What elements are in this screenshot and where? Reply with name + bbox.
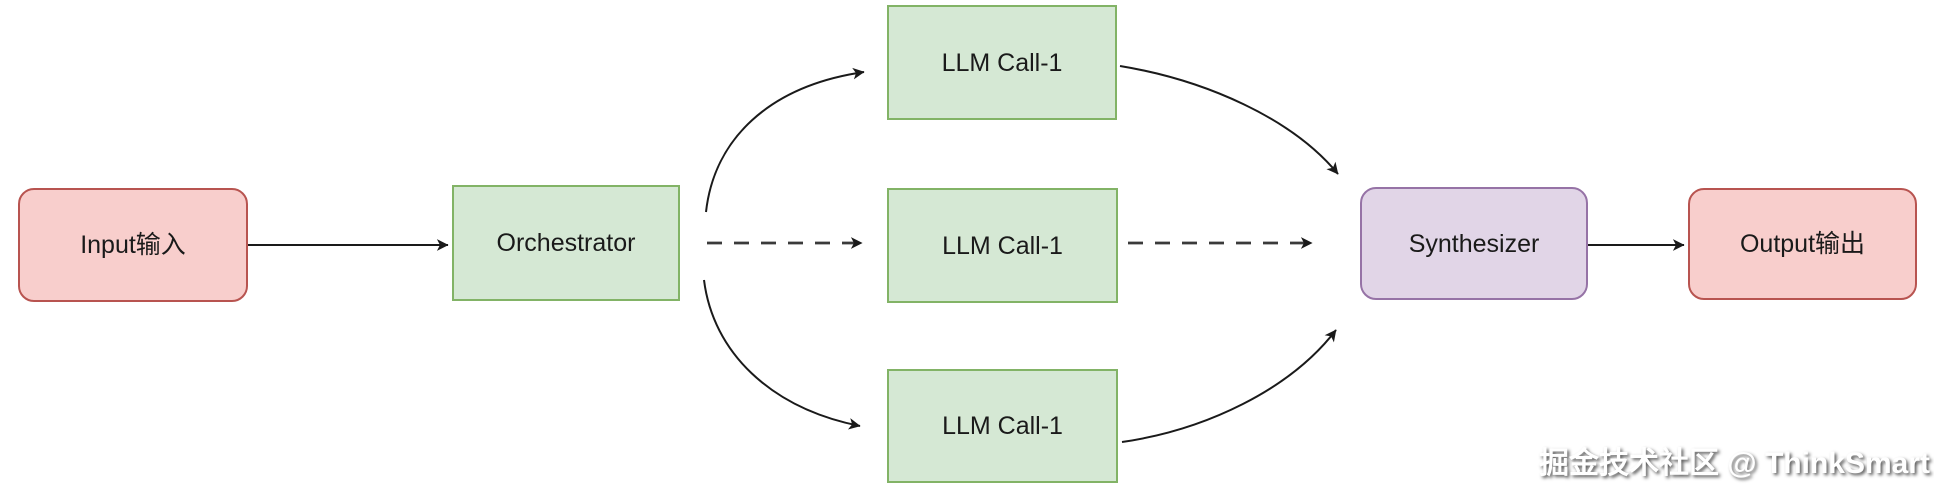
node-output: Output输出 <box>1688 188 1917 300</box>
node-llm-call-middle-label: LLM Call-1 <box>942 231 1063 260</box>
node-orchestrator: Orchestrator <box>452 185 680 301</box>
edge-llm-bottom-to-synthesizer <box>1121 329 1337 443</box>
node-llm-call-bottom: LLM Call-1 <box>887 369 1118 483</box>
node-llm-call-bottom-label: LLM Call-1 <box>942 412 1063 440</box>
node-output-label: Output输出 <box>1739 230 1866 258</box>
edge-llm-top-to-synthesizer <box>1119 65 1339 175</box>
node-llm-call-top-label: LLM Call-1 <box>941 48 1063 77</box>
node-orchestrator-label: Orchestrator <box>496 229 636 257</box>
edge-orchestrator-to-llm-bottom <box>703 279 861 430</box>
edge-orchestrator-to-llm-top <box>705 67 865 213</box>
node-synthesizer-label: Synthesizer <box>1408 229 1540 258</box>
node-input: Input输入 <box>18 188 248 302</box>
node-llm-call-top: LLM Call-1 <box>887 5 1117 120</box>
watermark-text: 掘金技术社区 @ ThinkSmart <box>1539 447 1930 480</box>
node-input-label: Input输入 <box>80 231 186 259</box>
node-synthesizer: Synthesizer <box>1360 187 1588 300</box>
node-llm-call-middle: LLM Call-1 <box>887 188 1118 303</box>
